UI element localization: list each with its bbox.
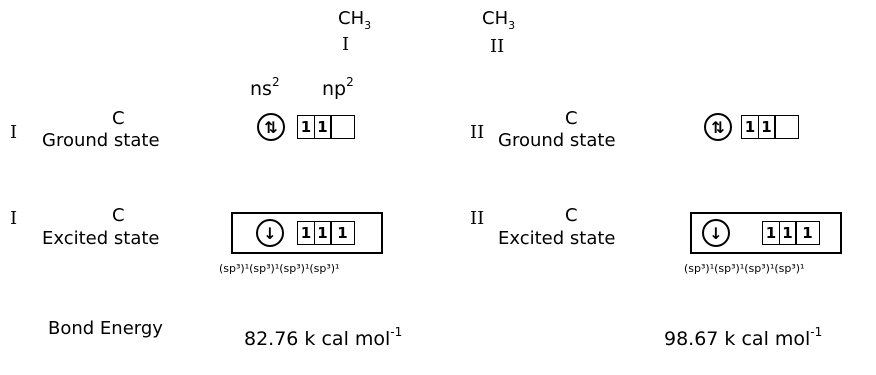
s-orbital-circle-ground-left: ⇅	[257, 113, 285, 141]
formula-subscript: 3	[364, 19, 372, 32]
atom-excited-left: C	[112, 205, 125, 226]
formula-main: CH	[482, 8, 509, 29]
hybridization-label-right: (sp³)¹(sp³)¹(sp³)¹(sp³)¹	[684, 262, 805, 275]
p-orbital-boxes-ground-left: 1 1	[297, 115, 355, 139]
formula-ch3-col2: CH3	[482, 8, 516, 32]
formula-main: CH	[338, 8, 365, 29]
atom-ground-left: C	[112, 108, 125, 129]
p-orbital-cell: 1	[741, 115, 759, 139]
bond-energy-right-text: 98.67 k cal mol	[664, 328, 811, 350]
bond-energy-left-value: 82.76 k cal mol-1	[244, 325, 403, 350]
roman-numeral-col2: II	[490, 36, 505, 57]
bond-energy-right-exponent: -1	[810, 325, 823, 339]
down-electron-arrow-icon: ↓	[709, 223, 723, 243]
np2-label: np2	[322, 75, 354, 100]
bond-energy-label: Bond Energy	[48, 318, 163, 339]
p-orbital-cell: 1	[778, 221, 797, 245]
bond-energy-left-exponent: -1	[390, 325, 403, 339]
bond-energy-right-value: 98.67 k cal mol-1	[664, 325, 823, 350]
ns-base: ns	[250, 78, 272, 100]
p-orbital-cell: 1	[795, 221, 820, 245]
paired-electron-arrows-icon: ⇅	[264, 117, 278, 137]
p-orbital-cell: 1	[297, 221, 315, 245]
ns-exponent: 2	[271, 75, 280, 89]
p-orbital-boxes-excited-right: 1 1 1	[762, 221, 820, 245]
p-orbital-cell	[330, 115, 355, 139]
atom-excited-right: C	[565, 205, 578, 226]
state-excited-right: Excited state	[498, 228, 616, 249]
roman-ground-right: II	[470, 122, 485, 143]
p-orbital-cell: 1	[762, 221, 780, 245]
np-base: np	[322, 78, 347, 100]
p-orbital-cell: 1	[757, 115, 776, 139]
roman-ground-left: I	[10, 122, 18, 143]
roman-excited-right: II	[470, 208, 485, 229]
hybrid-orbital-frame-excited-right	[690, 212, 842, 254]
state-ground-right: Ground state	[498, 130, 616, 151]
roman-excited-left: I	[10, 208, 18, 229]
p-orbital-cell: 1	[313, 115, 332, 139]
ns2-label: ns2	[250, 75, 280, 100]
s-orbital-circle-excited-right: ↓	[702, 219, 730, 247]
state-excited-left: Excited state	[42, 228, 160, 249]
p-orbital-boxes-ground-right: 1 1	[741, 115, 799, 139]
hybrid-orbital-frame-excited-left	[231, 212, 383, 254]
paired-electron-arrows-icon: ⇅	[711, 117, 725, 137]
s-orbital-circle-ground-right: ⇅	[704, 113, 732, 141]
p-orbital-cell: 1	[297, 115, 315, 139]
formula-ch3-col1: CH3	[338, 8, 372, 32]
p-orbital-cell	[774, 115, 799, 139]
roman-numeral-col1: I	[342, 34, 350, 55]
p-orbital-cell: 1	[313, 221, 332, 245]
s-orbital-circle-excited-left: ↓	[256, 219, 284, 247]
atom-ground-right: C	[565, 108, 578, 129]
np-exponent: 2	[346, 75, 354, 89]
state-ground-left: Ground state	[42, 130, 160, 151]
p-orbital-cell: 1	[330, 221, 355, 245]
down-electron-arrow-icon: ↓	[263, 223, 277, 243]
bond-energy-left-text: 82.76 k cal mol	[244, 328, 391, 350]
hybridization-label-left: (sp³)¹(sp³)¹(sp³)¹(sp³)¹	[219, 262, 340, 275]
p-orbital-boxes-excited-left: 1 1 1	[297, 221, 355, 245]
formula-subscript: 3	[508, 19, 516, 32]
